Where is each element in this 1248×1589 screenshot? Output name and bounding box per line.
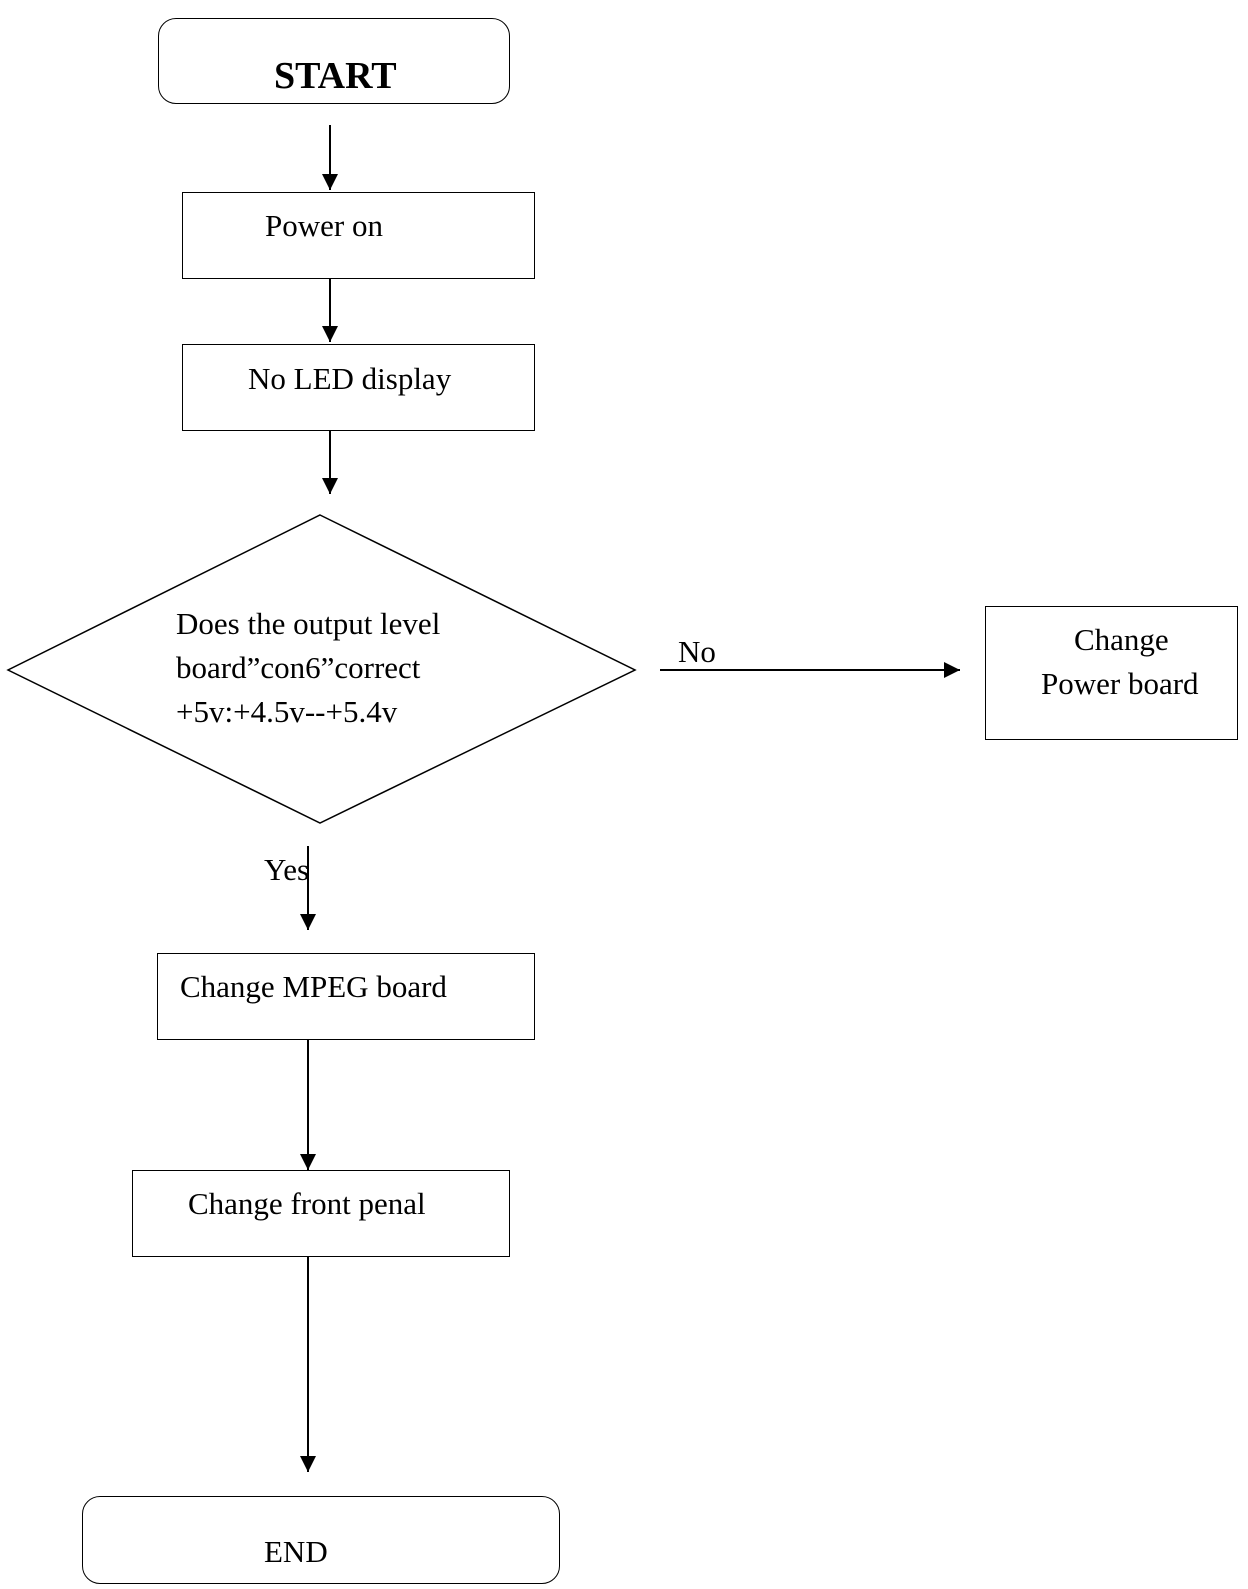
start-label: START xyxy=(274,55,397,97)
decision-line-2: board”con6”correct xyxy=(176,650,421,685)
no-led-label: No LED display xyxy=(248,361,452,396)
change-mpeg-box xyxy=(157,953,535,1040)
yes-branch-label: Yes xyxy=(264,852,310,887)
change-power-line-1: Change xyxy=(1074,622,1169,657)
decision-line-1: Does the output level xyxy=(176,606,441,641)
no-led-box xyxy=(182,344,535,431)
end-label: END xyxy=(264,1534,328,1569)
change-power-box xyxy=(985,606,1238,740)
change-mpeg-label: Change MPEG board xyxy=(180,969,447,1004)
decision-diamond xyxy=(6,514,637,824)
power-on-label: Power on xyxy=(265,208,383,243)
no-branch-label: No xyxy=(678,634,716,669)
start-terminal xyxy=(158,18,510,104)
end-terminal xyxy=(82,1496,560,1584)
power-on-box xyxy=(182,192,535,279)
change-front-label: Change front penal xyxy=(188,1186,426,1221)
decision-line-3: +5v:+4.5v--+5.4v xyxy=(176,694,398,729)
change-front-box xyxy=(132,1170,510,1257)
change-power-line-2: Power board xyxy=(1041,666,1199,701)
